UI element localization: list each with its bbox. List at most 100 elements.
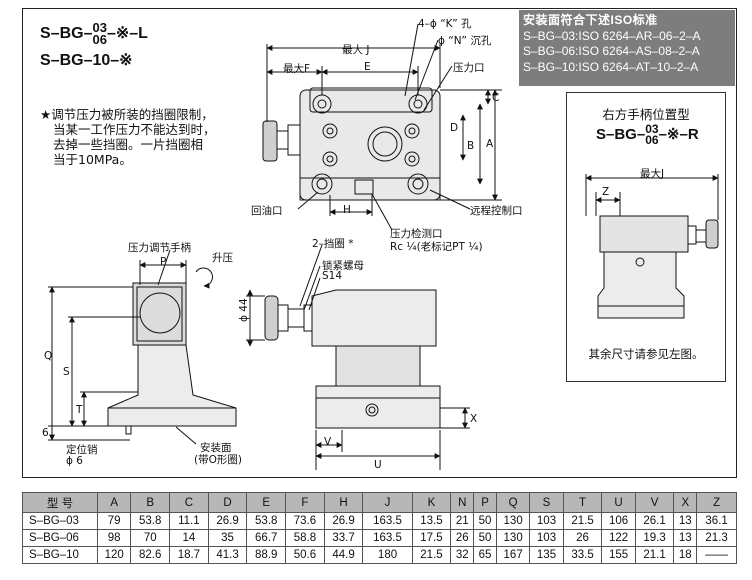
table-cell: 120 (96, 546, 132, 564)
table-cell: 79 (96, 512, 132, 530)
right-handle-view (585, 174, 719, 319)
table-cell: 163.5 (362, 529, 413, 547)
dim-u: U (374, 459, 382, 471)
col-header: N (450, 492, 475, 513)
table-cell: 13.5 (411, 512, 452, 530)
table-cell: 135 (529, 546, 564, 564)
table-cell: 70 (130, 529, 171, 547)
table-cell: 82.6 (130, 546, 171, 564)
dim-t: T (76, 404, 83, 416)
table-cell: 65 (473, 546, 497, 564)
table-cell: 26 (562, 529, 603, 547)
label-raise-pressure: 升压 (212, 252, 233, 264)
table-cell: 18.7 (169, 546, 209, 564)
label-s14: S14 (322, 270, 343, 282)
table-cell: 53.8 (130, 512, 171, 530)
col-header: X (673, 492, 698, 513)
table-row: S–BG–03 79 53.8 11.1 26.9 53.8 73.6 26.9… (22, 512, 737, 530)
col-header: T (562, 492, 603, 513)
dim-max-f: 最大F (283, 63, 311, 75)
label-retainer: 2–挡圈 * (312, 238, 354, 250)
top-view (262, 23, 502, 231)
label-lock-nut: 锁紧螺母 (322, 260, 364, 272)
col-header: C (169, 492, 209, 513)
table-cell: 11.1 (169, 512, 209, 530)
table-cell: 21.5 (411, 546, 452, 564)
table-cell: 73.6 (285, 512, 325, 530)
dim-right-max-j: 最大J (640, 168, 665, 180)
label-mount-face: 安装面 (200, 442, 232, 454)
dim-s: S (63, 366, 70, 378)
col-header: P (473, 492, 497, 513)
table-cell: 33.5 (562, 546, 603, 564)
table-cell: 32 (450, 546, 475, 564)
table-cell: 50 (473, 512, 497, 530)
table-cell: S–BG–06 (22, 529, 98, 547)
label-remote-port: 远程控制口 (470, 205, 523, 217)
col-header: J (362, 492, 413, 513)
table-cell: 26 (450, 529, 475, 547)
table-cell: 130 (495, 529, 531, 547)
star-icon: ★ (40, 107, 52, 122)
table-cell: 26.9 (207, 512, 248, 530)
col-header: Q (495, 492, 531, 513)
table-cell: 58.8 (285, 529, 325, 547)
table-cell: 50 (473, 529, 497, 547)
table-header-row: 型 号 A B C D E F H J K N P Q S T U V X Z (22, 492, 737, 513)
dim-d: D (450, 122, 459, 134)
model-designation-10: S–BG–10–※ (40, 52, 133, 69)
col-header: E (246, 492, 287, 513)
table-cell: 21.3 (696, 529, 737, 547)
col-header: S (529, 492, 564, 513)
right-handle-box (566, 92, 726, 382)
col-header: B (130, 492, 171, 513)
table-cell: S–BG–10 (22, 546, 98, 564)
table-cell: S–BG–03 (22, 512, 98, 530)
table-cell: 41.3 (207, 546, 248, 564)
table-cell: 122 (601, 529, 636, 547)
table-cell: 19.3 (634, 529, 675, 547)
dim-6: 6 (42, 427, 49, 439)
table-cell: 103 (529, 512, 564, 530)
dim-v: V (324, 436, 332, 448)
table-cell: 66.7 (246, 529, 287, 547)
table-cell: 44.9 (323, 546, 364, 564)
table-cell: 180 (362, 546, 413, 564)
table-cell: 21.1 (634, 546, 675, 564)
col-header: K (411, 492, 452, 513)
col-header: D (207, 492, 248, 513)
table-cell: 155 (601, 546, 636, 564)
table-cell: 167 (495, 546, 531, 564)
table-row: S–BG–06 98 70 14 35 66.7 58.8 33.7 163.5… (22, 529, 737, 547)
dim-b: B (467, 140, 475, 152)
table-cell: 18 (673, 546, 698, 564)
dim-h: H (343, 204, 351, 216)
table-cell: 26.9 (323, 512, 364, 530)
drawing-frame (22, 8, 737, 478)
table-cell: 17.5 (411, 529, 452, 547)
table-cell: 13 (673, 512, 698, 530)
col-header: 型 号 (22, 492, 98, 513)
retainer-note: ★调节压力被所装的挡圈限制， 当某一工作压力不能达到时， 去掉一些挡圈。一片挡圈… (40, 107, 216, 167)
dimension-table: 型 号 A B C D E F H J K N P Q S T U V X Z … (22, 492, 737, 564)
table-cell: 98 (96, 529, 132, 547)
table-row: S–BG–10 120 82.6 18.7 41.3 88.9 50.6 44.… (22, 546, 737, 564)
col-header: H (323, 492, 364, 513)
dim-max-j: 最大 J (342, 44, 370, 56)
dim-q: Q (44, 350, 53, 362)
right-box-title: 右方手柄位置型 (602, 107, 690, 122)
col-header: Z (696, 492, 737, 513)
table-cell: —— (696, 546, 737, 564)
dim-a: A (486, 138, 494, 150)
side-view (246, 244, 470, 470)
dim-z: Z (602, 186, 610, 198)
table-cell: 106 (601, 512, 636, 530)
table-cell: 50.6 (285, 546, 325, 564)
right-box-note: 其余尺寸请参见左图。 (588, 347, 704, 361)
table-cell: 35 (207, 529, 248, 547)
col-header: V (634, 492, 675, 513)
col-header: A (96, 492, 132, 513)
label-pin-diameter: ϕ 6 (66, 455, 83, 467)
